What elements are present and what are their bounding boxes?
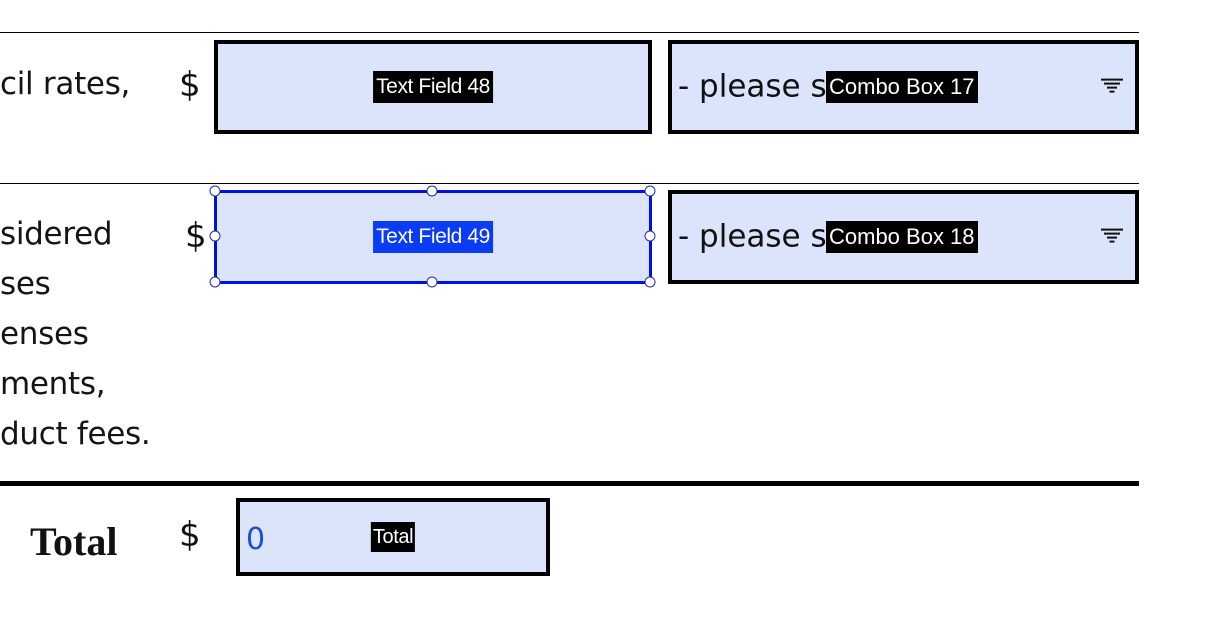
currency-symbol: $ [179,65,201,105]
resize-handle-icon[interactable] [209,185,221,197]
row-divider [0,183,1139,184]
currency-symbol: $ [185,216,207,256]
row-divider [0,32,1139,33]
currency-symbol: $ [179,515,201,555]
row-label-line: sidered [0,216,113,252]
resize-handle-icon[interactable] [209,230,221,242]
row-label-line: ses [0,266,51,302]
dropdown-arrow-icon[interactable] [1101,78,1123,93]
resize-handle-icon[interactable] [426,185,438,197]
total-label: Total [30,519,118,564]
combo-box-17[interactable]: - please s Combo Box 17 [668,40,1139,134]
combo-box-18[interactable]: - please s Combo Box 18 [668,190,1139,284]
row-label: cil rates, [0,66,131,102]
field-name-tag: Total [370,522,416,552]
text-field-49[interactable]: Text Field 49 [214,190,652,284]
combo-selected-value: - please s [678,218,827,255]
resize-handle-icon[interactable] [209,276,221,288]
row-label-line: duct fees. [0,416,151,452]
resize-handle-icon[interactable] [644,230,656,242]
field-name-tag: Text Field 49 [373,221,493,253]
field-name-tag: Combo Box 17 [826,71,978,103]
field-name-tag: Text Field 48 [373,71,493,103]
row-label-line: ments, [0,366,106,402]
total-value: 0 [246,522,266,557]
row-label-line: enses [0,316,89,352]
resize-handle-icon[interactable] [644,185,656,197]
dropdown-arrow-icon[interactable] [1101,228,1123,243]
total-field[interactable]: 0 Total [236,498,550,576]
field-name-tag: Combo Box 18 [826,221,978,253]
text-field-48[interactable]: Text Field 48 [214,40,652,134]
combo-selected-value: - please s [678,68,827,105]
total-divider [0,481,1139,486]
resize-handle-icon[interactable] [426,276,438,288]
resize-handle-icon[interactable] [644,276,656,288]
